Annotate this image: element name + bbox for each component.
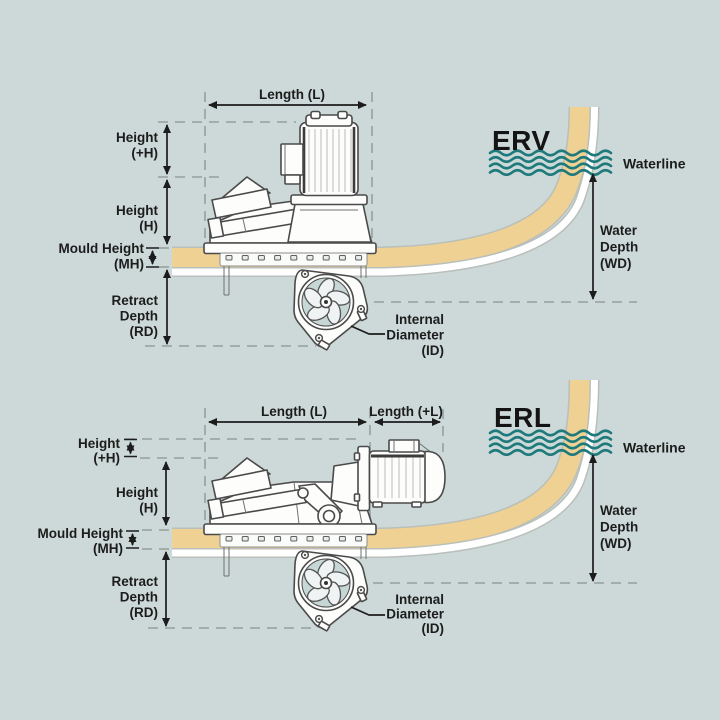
height-label: Height — [116, 203, 159, 218]
svg-text:(ID): (ID) — [422, 621, 445, 636]
svg-text:Depth: Depth — [600, 520, 638, 535]
internal-diameter-label: Internal — [395, 592, 444, 607]
dimensions-erl — [124, 418, 597, 627]
mould-height-label: Mould Height — [59, 241, 145, 256]
retract-depth-label: Retract — [111, 293, 158, 308]
length-label: Length (L) — [259, 87, 325, 102]
diagram-erv: Length (L) Height (+H) Height (H) Mould … — [59, 87, 686, 358]
guide-dashes-erv — [145, 92, 637, 347]
internal-diameter-label: Internal — [395, 312, 444, 327]
svg-text:Depth: Depth — [600, 240, 638, 255]
svg-text:(H): (H) — [139, 219, 158, 234]
svg-text:(+H): (+H) — [93, 451, 120, 466]
svg-text:(WD): (WD) — [600, 536, 631, 551]
water-depth-label: Water — [600, 503, 638, 518]
height-label: Height — [116, 485, 159, 500]
waterline-label: Waterline — [623, 156, 686, 172]
water-depth-label: Water — [600, 223, 638, 238]
svg-text:(MH): (MH) — [114, 257, 144, 272]
hull-section-erl — [172, 379, 600, 558]
svg-text:(RD): (RD) — [130, 324, 159, 339]
internal-diameter-pointer — [350, 325, 385, 335]
labels-erv: Length (L) Height (+H) Height (H) Mould … — [59, 87, 686, 358]
waterline-label: Waterline — [623, 440, 686, 456]
length-label: Length (L) — [261, 404, 327, 419]
svg-text:(RD): (RD) — [130, 605, 159, 620]
svg-text:(WD): (WD) — [600, 256, 631, 271]
svg-text:(+H): (+H) — [131, 146, 158, 161]
svg-text:(ID): (ID) — [422, 343, 445, 358]
labels-erl: Length (L) Length (+L) Height (+H) Heigh… — [38, 402, 686, 636]
height-plus-label: Height — [116, 130, 159, 145]
internal-diameter-pointer — [350, 606, 385, 616]
hull-section-erv — [172, 106, 600, 277]
svg-text:Depth: Depth — [120, 309, 158, 324]
svg-text:Diameter: Diameter — [386, 607, 445, 622]
retract-depth-label: Retract — [111, 574, 158, 589]
svg-text:(MH): (MH) — [93, 541, 123, 556]
length-plus-label: Length (+L) — [369, 404, 443, 419]
diagram-erl: Length (L) Length (+L) Height (+H) Heigh… — [38, 379, 686, 636]
model-name-erv: ERV — [492, 125, 551, 156]
svg-text:Depth: Depth — [120, 590, 158, 605]
svg-text:Diameter: Diameter — [386, 328, 445, 343]
svg-text:(H): (H) — [139, 501, 158, 516]
height-plus-label: Height — [78, 436, 121, 451]
dimensions-erv — [146, 101, 597, 345]
mould-height-label: Mould Height — [38, 526, 124, 541]
model-name-erl: ERL — [494, 402, 552, 433]
